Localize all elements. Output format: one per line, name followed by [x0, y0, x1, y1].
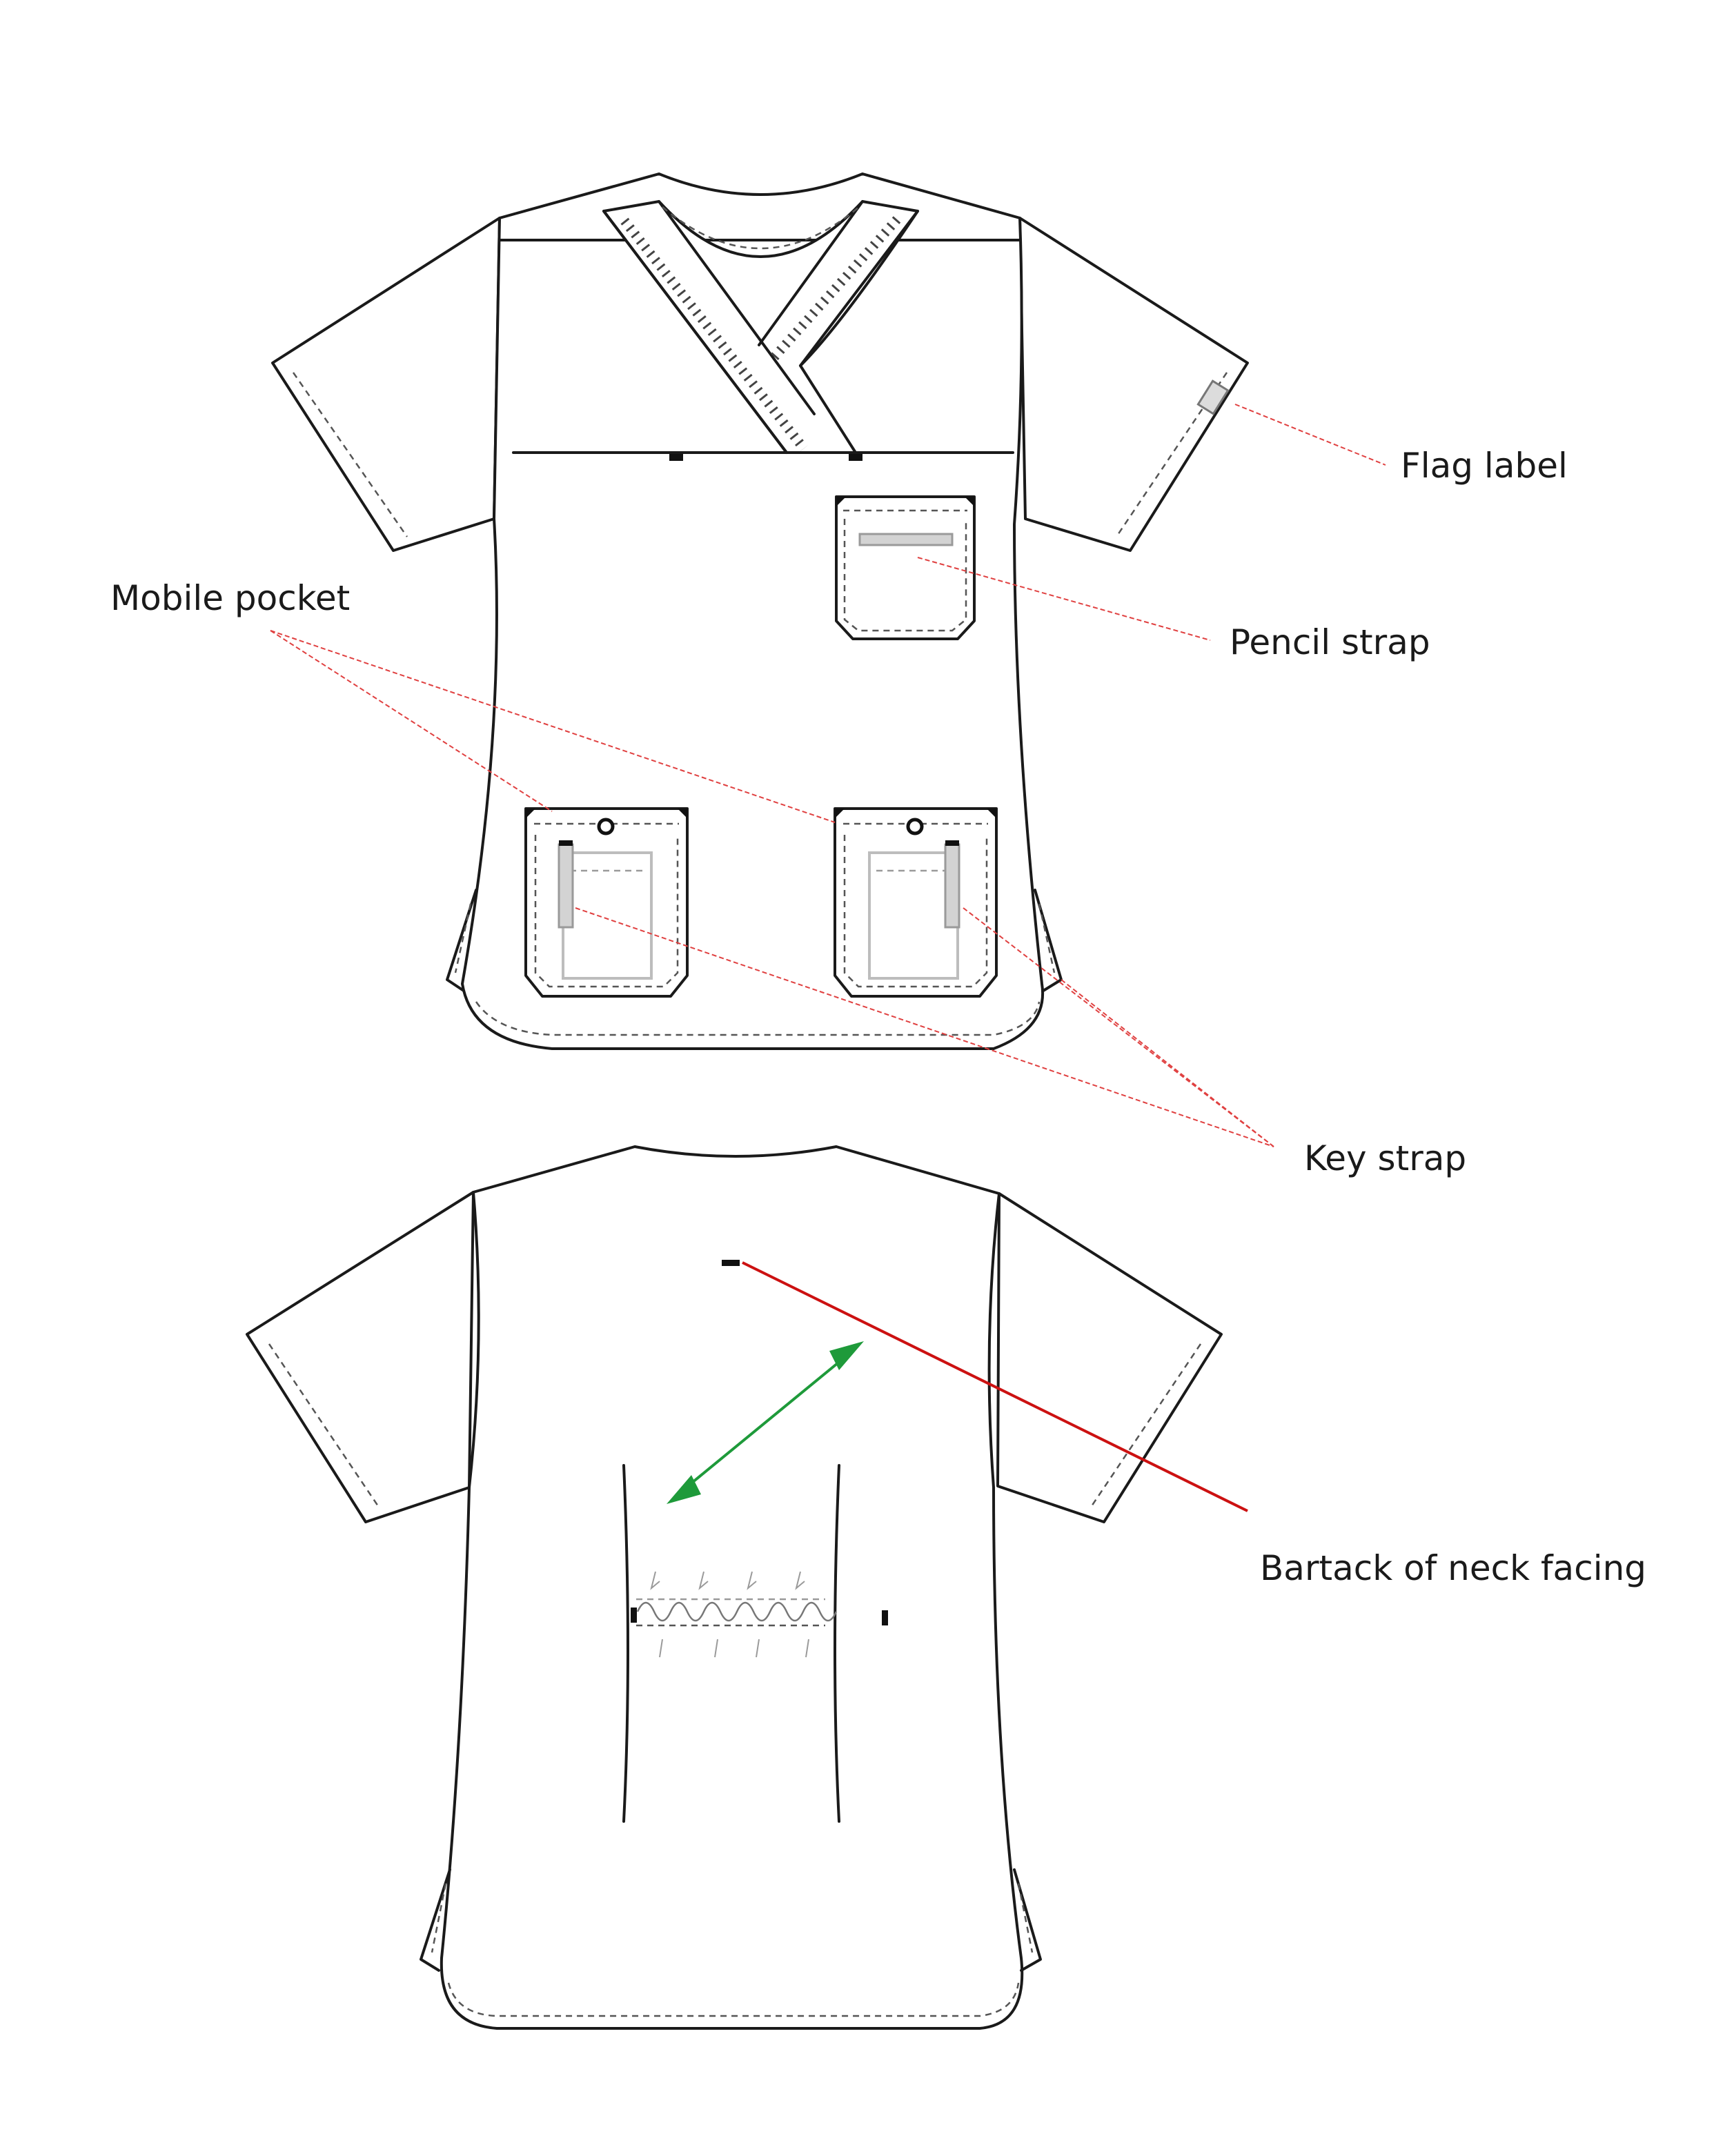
neck-band-stitch-left — [620, 217, 808, 452]
leader-mobile-pocket-right — [270, 630, 836, 823]
back-neck-bartack — [722, 1260, 740, 1266]
front-right-sleeve — [1018, 217, 1249, 552]
leader-lines — [270, 404, 1386, 1512]
leader-pencil-strap — [917, 557, 1211, 641]
leader-mobile-pocket-left — [270, 630, 553, 812]
front-right-pocket — [834, 807, 998, 998]
right-pocket-snap — [906, 818, 924, 835]
front-left-sleeve — [271, 217, 501, 552]
callout-mobile-pocket: Mobile pocket — [110, 578, 351, 618]
leader-key-strap-vent — [1061, 979, 1274, 1147]
pencil-strap-shape — [858, 533, 954, 546]
leader-bartack-neck-facing — [742, 1261, 1248, 1512]
back-right-sleeve — [996, 1192, 1223, 1523]
front-left-pocket — [524, 807, 689, 998]
callout-pencil-strap: Pencil strap — [1230, 622, 1430, 662]
grain-direction-arrow — [667, 1341, 864, 1504]
leader-flag-label — [1234, 404, 1386, 466]
back-left-sleeve — [246, 1191, 475, 1523]
left-pocket-snap — [597, 818, 615, 835]
back-elastic-shirring — [631, 1571, 888, 1658]
front-bartack-left — [669, 454, 683, 461]
front-bartack-right — [849, 454, 862, 461]
front-view — [271, 172, 1249, 1050]
right-key-strap-shape — [944, 843, 960, 929]
back-body — [440, 1145, 1024, 2030]
callout-flag-label: Flag label — [1401, 446, 1568, 486]
callout-key-strap: Key strap — [1304, 1138, 1467, 1178]
flag-label-tag — [1196, 379, 1230, 415]
leader-key-strap-left — [575, 907, 1274, 1147]
back-view — [246, 1145, 1223, 2030]
chest-pocket — [835, 495, 976, 640]
left-key-strap-shape — [558, 843, 574, 929]
callout-bartack-neck-facing: Bartack of neck facing — [1260, 1548, 1647, 1588]
